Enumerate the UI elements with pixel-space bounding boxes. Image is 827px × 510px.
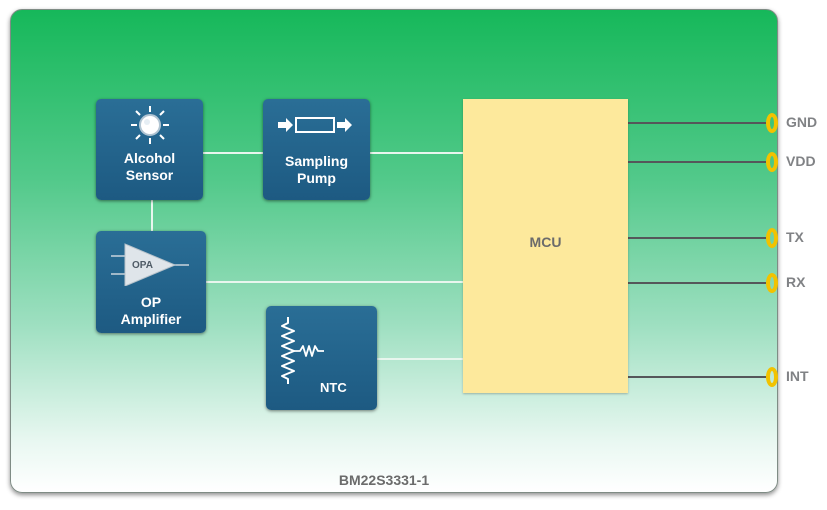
sampling-pump-label-1: Sampling — [284, 153, 348, 169]
sampling-pump-label-2: Pump — [297, 170, 336, 186]
alcohol-sensor-block: Alcohol Sensor — [96, 99, 203, 200]
rx-pin-icon[interactable] — [766, 273, 778, 293]
op-amplifier-block: OPA OP Amplifier — [96, 231, 206, 333]
wire-ntc-mcu — [377, 358, 463, 360]
int-pin-icon[interactable] — [766, 367, 778, 387]
tx-pin-label: TX — [786, 229, 804, 245]
wire-sensor-pump — [203, 152, 263, 154]
wire-tx — [628, 237, 766, 239]
mcu-block: MCU — [463, 99, 628, 393]
ntc-label: NTC — [320, 380, 347, 395]
vdd-pin-label: VDD — [786, 153, 816, 169]
sampling-pump-block: Sampling Pump — [263, 99, 370, 200]
alcohol-sensor-label-2: Sensor — [125, 167, 174, 183]
wire-amplifier-mcu — [206, 281, 463, 283]
ntc-block: NTC — [266, 306, 377, 410]
tx-pin-icon[interactable] — [766, 228, 778, 248]
model-name: BM22S3331-1 — [338, 472, 430, 488]
wire-vdd — [628, 161, 766, 163]
op-amplifier-label-1: OP — [140, 294, 162, 310]
thermistor-icon — [281, 317, 324, 384]
opamp-chip-label: OPA — [132, 260, 153, 271]
wire-sensor-amplifier — [151, 200, 153, 231]
gnd-pin-label: GND — [786, 114, 818, 130]
int-pin-label: INT — [786, 368, 809, 384]
vdd-pin-icon[interactable] — [766, 152, 778, 172]
rx-pin-label: RX — [786, 274, 806, 290]
op-amplifier-label-2: Amplifier — [120, 311, 182, 327]
pump-icon — [278, 117, 352, 133]
wire-pump-mcu — [370, 152, 463, 154]
wire-int — [628, 376, 766, 378]
wire-rx — [628, 282, 766, 284]
alcohol-sensor-label-1: Alcohol — [123, 150, 176, 166]
wire-gnd — [628, 122, 766, 124]
sensor-icon — [131, 106, 169, 144]
gnd-pin-icon[interactable] — [766, 113, 778, 133]
opamp-icon — [111, 243, 189, 286]
mcu-label: MCU — [529, 234, 562, 250]
